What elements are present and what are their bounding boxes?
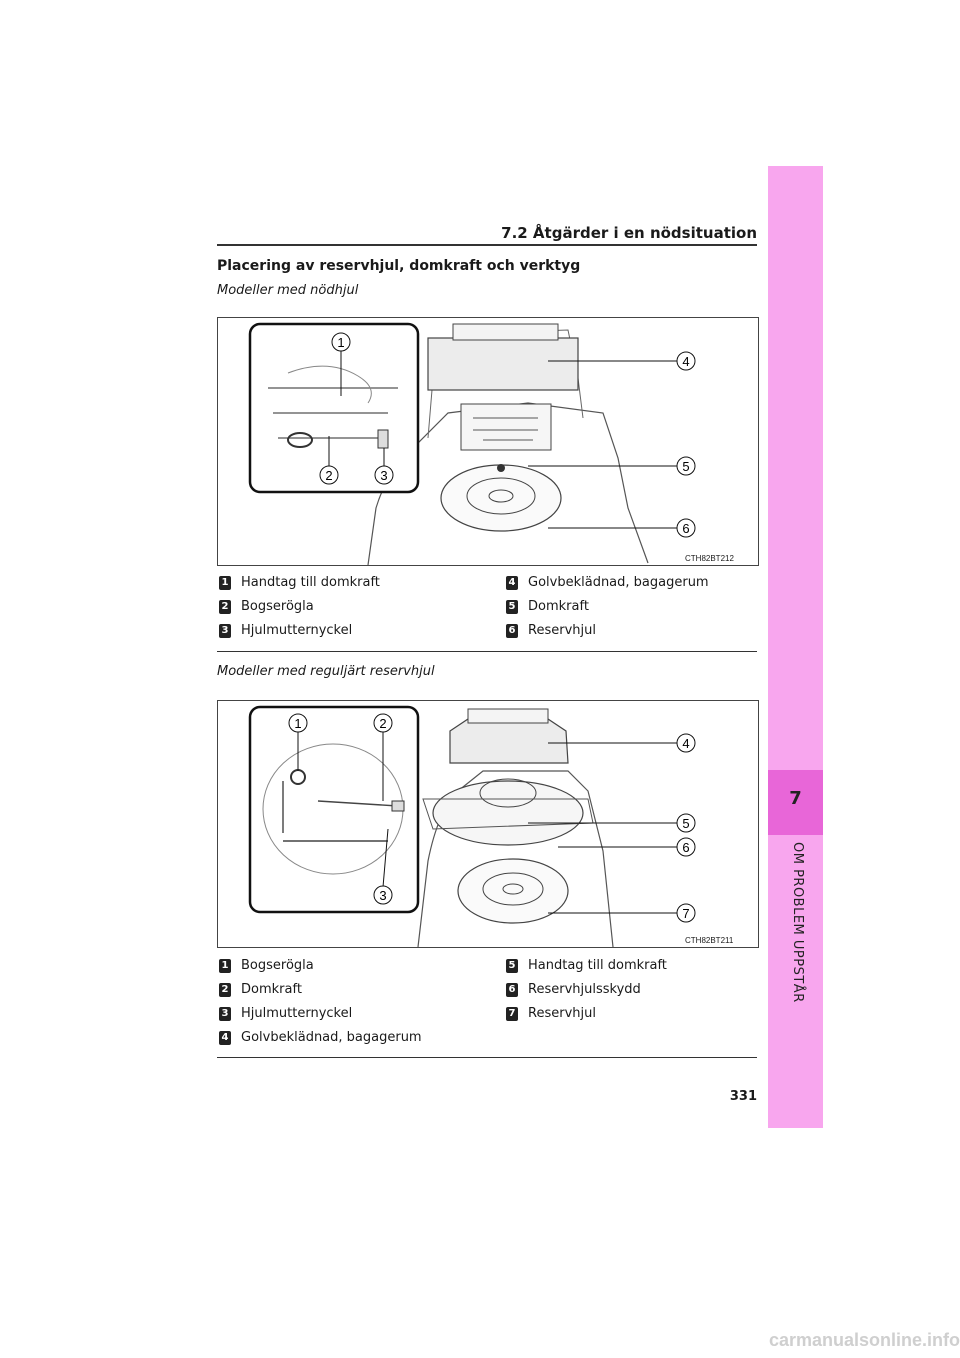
legend-number: 7 bbox=[506, 1006, 518, 1021]
section-divider bbox=[217, 651, 757, 652]
svg-text:3: 3 bbox=[379, 888, 386, 903]
legend-number: 6 bbox=[506, 623, 518, 638]
section-title: 7.2 Åtgärder i en nödsituation bbox=[501, 224, 757, 242]
svg-text:7: 7 bbox=[682, 906, 689, 921]
legend-label: Reservhjulsskydd bbox=[528, 982, 641, 997]
figure-2-code: CTH82BT211 bbox=[685, 936, 734, 945]
legend-item: 3 Hjulmutternyckel bbox=[219, 1006, 352, 1021]
legend-label: Hjulmutternyckel bbox=[241, 623, 353, 638]
legend-number: 1 bbox=[219, 575, 231, 590]
legend-number: 5 bbox=[506, 958, 518, 973]
svg-text:2: 2 bbox=[379, 716, 386, 731]
legend-item: 6 Reservhjulsskydd bbox=[506, 982, 641, 997]
legend-label: Handtag till domkraft bbox=[528, 958, 667, 973]
legend-number: 3 bbox=[219, 623, 231, 638]
legend-number: 3 bbox=[219, 1006, 231, 1021]
section-heading: Placering av reservhjul, domkraft och ve… bbox=[217, 258, 581, 274]
figure-2-caption: Modeller med reguljärt reservhjul bbox=[217, 664, 435, 679]
figure-1-illustration: 1 2 3 4 5 6 CTH82BT212 bbox=[217, 317, 759, 566]
svg-text:1: 1 bbox=[337, 335, 344, 350]
chapter-number-box bbox=[768, 770, 823, 835]
legend-item: 2 Bogserögla bbox=[219, 599, 314, 614]
header-divider bbox=[217, 244, 757, 246]
legend-label: Hjulmutternyckel bbox=[241, 1006, 353, 1021]
legend-number: 2 bbox=[219, 599, 231, 614]
svg-text:3: 3 bbox=[380, 468, 387, 483]
legend-item: 6 Reservhjul bbox=[506, 623, 596, 638]
legend-item: 4 Golvbeklädnad, bagagerum bbox=[219, 1030, 422, 1045]
legend-number: 6 bbox=[506, 982, 518, 997]
figure-1-code: CTH82BT212 bbox=[685, 554, 734, 563]
svg-text:4: 4 bbox=[682, 354, 689, 369]
legend-item: 7 Reservhjul bbox=[506, 1006, 596, 1021]
chapter-title: OM PROBLEM UPPSTÅR bbox=[790, 842, 805, 1003]
svg-text:2: 2 bbox=[325, 468, 332, 483]
legend-label: Golvbeklädnad, bagagerum bbox=[528, 575, 709, 590]
legend-label: Domkraft bbox=[528, 599, 589, 614]
legend-item: 5 Domkraft bbox=[506, 599, 589, 614]
chapter-number: 7 bbox=[789, 788, 802, 809]
legend-item: 3 Hjulmutternyckel bbox=[219, 623, 352, 638]
figure-1-caption: Modeller med nödhjul bbox=[217, 283, 359, 298]
legend-label: Domkraft bbox=[241, 982, 302, 997]
legend-item: 5 Handtag till domkraft bbox=[506, 958, 667, 973]
legend-item: 2 Domkraft bbox=[219, 982, 302, 997]
legend-label: Golvbeklädnad, bagagerum bbox=[241, 1030, 422, 1045]
legend-number: 1 bbox=[219, 958, 231, 973]
legend-number: 4 bbox=[219, 1030, 231, 1045]
legend-item: 1 Bogserögla bbox=[219, 958, 314, 973]
chapter-side-tab bbox=[768, 166, 823, 1128]
watermark: carmanualsonline.info bbox=[768, 1330, 960, 1350]
legend-number: 2 bbox=[219, 982, 231, 997]
legend-number: 5 bbox=[506, 599, 518, 614]
svg-text:5: 5 bbox=[682, 816, 689, 831]
legend-number: 4 bbox=[506, 575, 518, 590]
section-divider bbox=[217, 1057, 757, 1058]
svg-text:6: 6 bbox=[682, 521, 689, 536]
legend-label: Reservhjul bbox=[528, 1006, 596, 1021]
legend-item: 4 Golvbeklädnad, bagagerum bbox=[506, 575, 709, 590]
svg-text:1: 1 bbox=[294, 716, 301, 731]
legend-label: Reservhjul bbox=[528, 623, 596, 638]
legend-label: Bogserögla bbox=[241, 599, 314, 614]
svg-text:6: 6 bbox=[682, 840, 689, 855]
page-number: 331 bbox=[729, 1089, 757, 1104]
figure-2-illustration: 1 2 3 4 5 6 7 CTH82BT211 bbox=[217, 700, 759, 948]
legend-label: Bogserögla bbox=[241, 958, 314, 973]
legend-label: Handtag till domkraft bbox=[241, 575, 380, 590]
svg-text:5: 5 bbox=[682, 459, 689, 474]
svg-text:4: 4 bbox=[682, 736, 689, 751]
legend-item: 1 Handtag till domkraft bbox=[219, 575, 380, 590]
